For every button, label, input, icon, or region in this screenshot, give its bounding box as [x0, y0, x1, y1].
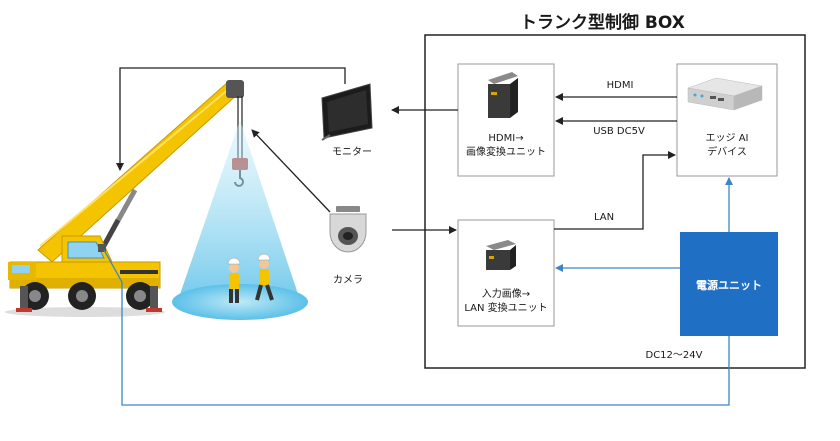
edge-label-lan: LAN — [593, 212, 615, 223]
camera-label: カメラ — [333, 275, 363, 286]
lan-converter-box — [457, 219, 555, 327]
worker-figure — [227, 257, 241, 303]
edge-label-usb: USB DC5V — [593, 126, 645, 137]
edge-monitor-to-crane — [116, 67, 346, 171]
control-box-title: トランク型制御 BOX — [520, 13, 685, 33]
edge-camera-to-hook — [251, 129, 331, 213]
power-input-line — [103, 249, 730, 406]
power-unit-box — [680, 232, 778, 336]
monitor-illustration — [321, 83, 373, 141]
edge-lan — [554, 151, 676, 230]
lan-converter-label: 入力画像→ LAN 変換ユニット — [458, 288, 554, 316]
lan-converter-icon — [486, 240, 516, 270]
power-unit-label: 電源ユニット — [696, 279, 762, 292]
edge-label-dc: DC12〜24V — [645, 350, 703, 361]
hdmi-converter-icon — [488, 72, 518, 118]
control-box-frame — [424, 34, 806, 369]
edge-label-hdmi: HDMI — [606, 80, 634, 91]
edge-ai-line2: デバイス — [707, 147, 747, 158]
camera-beam-area — [172, 120, 308, 320]
edge-ai-label: エッジ AI デバイス — [677, 132, 777, 160]
hdmi-converter-line2: 画像変換ユニット — [466, 147, 546, 158]
hdmi-converter-box — [457, 63, 555, 177]
hdmi-converter-line1: HDMI→ — [488, 133, 524, 144]
lan-converter-line1: 入力画像→ — [481, 289, 531, 300]
hdmi-converter-label: HDMI→ 画像変換ユニット — [458, 132, 554, 160]
edge-ai-line1: エッジ AI — [705, 133, 749, 144]
worker-figure — [255, 253, 274, 301]
monitor-label: モニター — [332, 147, 372, 158]
edge-ai-icon — [687, 77, 763, 111]
lan-converter-line2: LAN 変換ユニット — [464, 303, 548, 314]
camera-illustration — [329, 206, 367, 253]
